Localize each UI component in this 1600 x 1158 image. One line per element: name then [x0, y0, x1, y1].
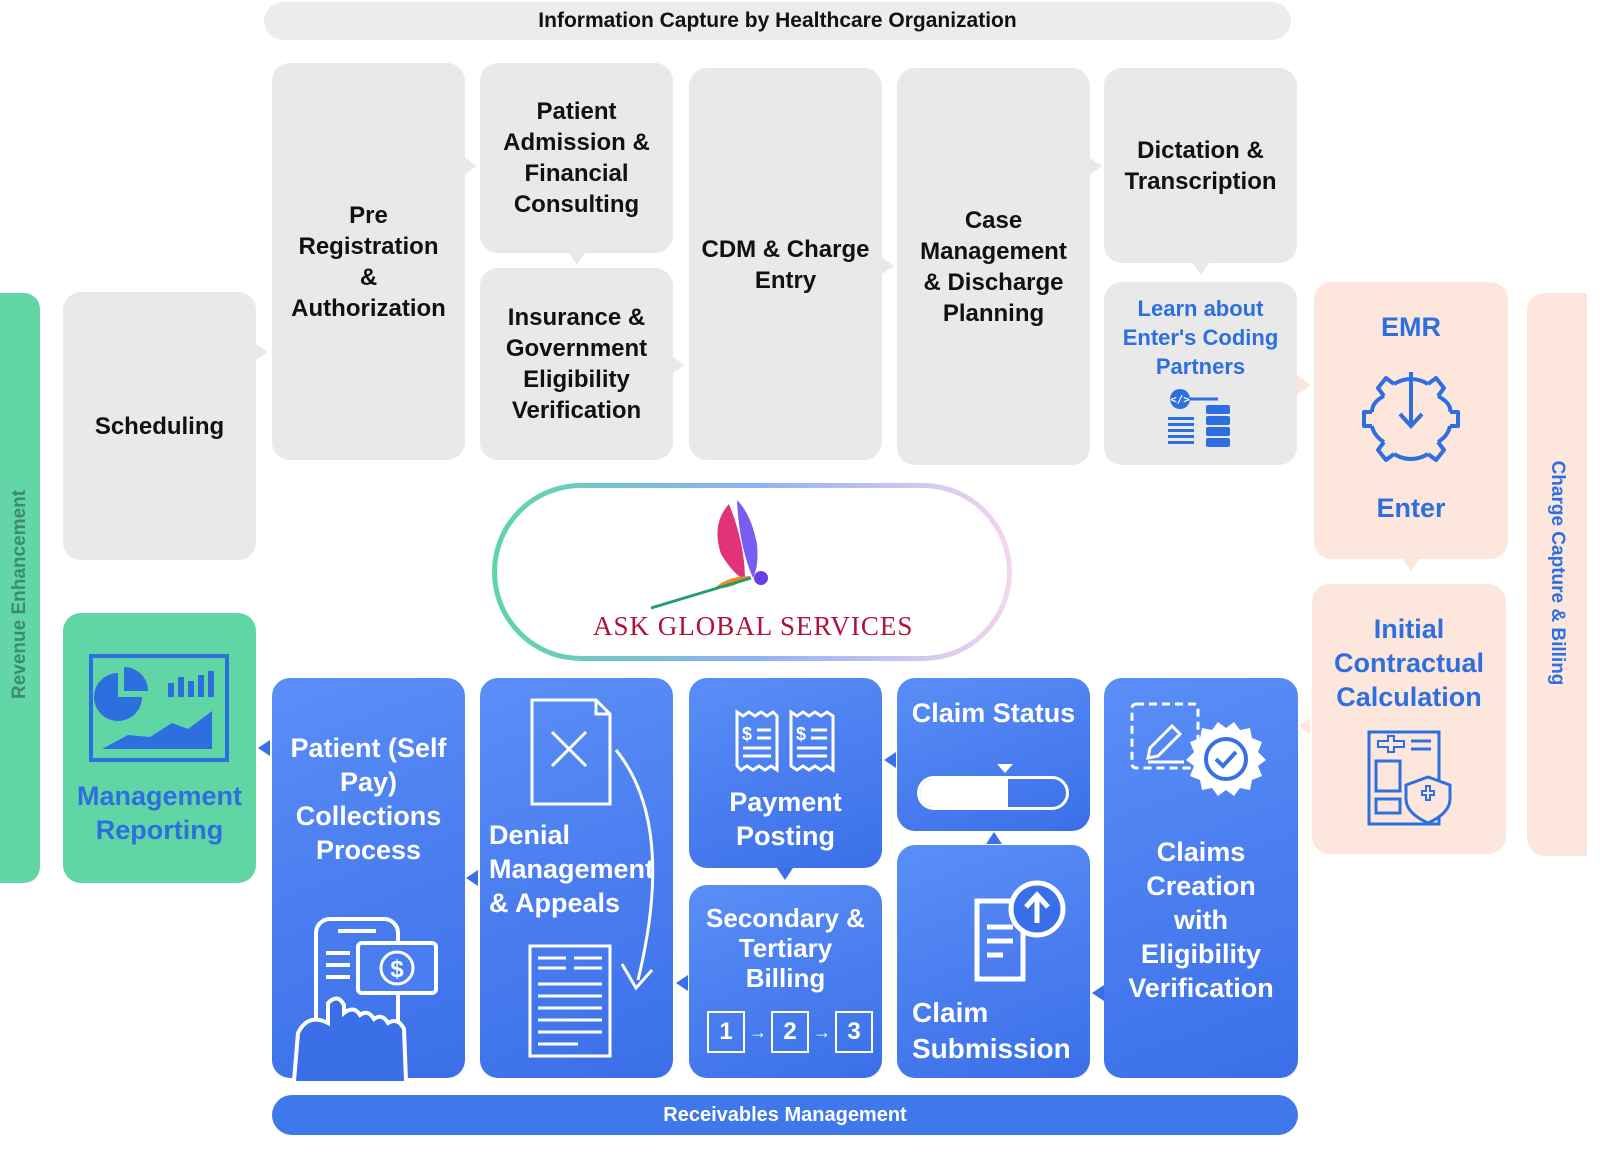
- logo-text: ASK GLOBAL SERVICES: [593, 611, 914, 641]
- initial-contractual-card: Initial Contractual Calculation: [1312, 584, 1506, 854]
- step-case-management-label: Case Management & Discharge Planning: [920, 206, 1067, 327]
- management-reporting-label: Management Reporting: [76, 781, 243, 845]
- receipts-icon: $ $: [735, 709, 835, 773]
- payment-posting-card: $ $ Payment Posting: [689, 678, 882, 868]
- arrow-left-icon: [1298, 718, 1310, 734]
- billing-step-box: 3: [835, 1011, 873, 1053]
- step-scheduling: Scheduling: [63, 292, 256, 560]
- left-side-bar: [0, 293, 40, 883]
- step-dictation: Dictation & Transcription: [1104, 68, 1297, 263]
- step-patient-admission-label: Patient Admission & Financial Consulting: [503, 98, 650, 218]
- denial-management-card: Denial Management & Appeals: [480, 678, 673, 1078]
- code-server-icon: </>: [1167, 389, 1230, 447]
- report-chart-icon: [89, 654, 229, 762]
- logo-pill: ASK GLOBAL SERVICES: [492, 483, 1012, 661]
- secondary-billing-label: Secondary & Tertiary Billing: [706, 903, 865, 993]
- step-pre-registration-label: Pre Registration & Authorization: [291, 201, 446, 322]
- enter-label: Enter: [1376, 493, 1446, 523]
- denial-management-label: Denial Management & Appeals: [489, 820, 655, 918]
- payment-posting-label: Payment Posting: [729, 787, 842, 851]
- step-pre-registration: Pre Registration & Authorization: [272, 63, 465, 460]
- arrow-right-icon: [1297, 375, 1311, 395]
- arrow-down-icon: [569, 253, 585, 265]
- step-cdm: CDM & Charge Entry: [689, 68, 882, 460]
- svg-text:$: $: [390, 956, 404, 983]
- right-side-label: Charge Capture & Billing: [1547, 460, 1568, 686]
- step-patient-admission: Patient Admission & Financial Consulting: [480, 63, 673, 253]
- claim-status-label: Claim Status: [911, 698, 1076, 728]
- billing-step-box: 2: [771, 1011, 809, 1053]
- coding-partners-card[interactable]: Learn about Enter's Coding Partners </>: [1104, 282, 1297, 465]
- arrow-left-icon: [258, 740, 270, 756]
- arrow-right-icon: [882, 258, 894, 274]
- svg-text:$: $: [742, 724, 752, 744]
- arrow-down-icon: [1403, 559, 1419, 571]
- arrow-left-icon: [676, 975, 688, 991]
- bottom-banner: Receivables Management: [272, 1095, 1298, 1135]
- dragonfly-logo-icon: [650, 500, 768, 610]
- svg-text:$: $: [796, 724, 806, 744]
- step-insurance-verification-label: Insurance & Government Eligibility Verif…: [505, 304, 648, 424]
- claim-submission-card: Claim Submission: [897, 845, 1090, 1078]
- step-scheduling-label: Scheduling: [94, 412, 225, 440]
- rejected-document-icon: [530, 698, 612, 806]
- top-banner: Information Capture by Healthcare Organi…: [264, 2, 1291, 40]
- initial-contractual-label: Initial Contractual Calculation: [1333, 614, 1485, 712]
- arrow-right-icon: [256, 344, 268, 360]
- progress-marker-icon: [997, 764, 1013, 773]
- arrow-right-icon: →: [813, 1021, 831, 1042]
- patient-collections-label: Patient (Self Pay) Collections Process: [290, 733, 447, 865]
- mobile-payment-icon: $: [292, 917, 438, 1082]
- arrow-up-icon: [986, 832, 1002, 844]
- billing-step-sequence: 1 → 2 → 3: [707, 1011, 873, 1053]
- svg-text:</>: </>: [1170, 393, 1190, 406]
- edit-verified-icon: [1130, 702, 1266, 796]
- medical-document-icon: [1367, 730, 1452, 826]
- claim-status-card: Claim Status: [897, 678, 1090, 831]
- emr-card: EMR Enter: [1314, 282, 1508, 559]
- arrow-left-icon: [884, 752, 896, 768]
- left-side-label: Revenue Enhancement: [9, 489, 30, 699]
- step-case-management: Case Management & Discharge Planning: [897, 68, 1090, 465]
- arrow-right-icon: [465, 158, 477, 174]
- step-dictation-label: Dictation & Transcription: [1124, 136, 1277, 195]
- claim-submission-label: Claim Submission: [912, 997, 1071, 1064]
- arrow-left-icon: [466, 870, 478, 886]
- step-cdm-label: CDM & Charge Entry: [701, 236, 870, 294]
- claim-status-progress: [917, 776, 1069, 810]
- claims-creation-label: Claims Creation with Eligibility Verific…: [1128, 837, 1274, 1003]
- management-reporting-card: Management Reporting: [63, 613, 256, 883]
- claims-creation-card: Claims Creation with Eligibility Verific…: [1104, 678, 1298, 1078]
- arrow-down-icon: [777, 868, 793, 880]
- arrow-right-icon: →: [749, 1021, 767, 1042]
- step-insurance-verification: Insurance & Government Eligibility Verif…: [480, 268, 673, 460]
- patient-collections-card: Patient (Self Pay) Collections Process $: [272, 678, 465, 1082]
- document-upload-icon: [974, 880, 1066, 982]
- arrow-right-icon: [673, 357, 685, 373]
- billing-step-box: 1: [707, 1011, 745, 1053]
- document-lines-icon: [528, 944, 612, 1058]
- secondary-billing-card: Secondary & Tertiary Billing 1 → 2 → 3: [689, 885, 882, 1078]
- emr-label: EMR: [1381, 312, 1441, 342]
- right-side-bar: [1527, 293, 1587, 856]
- arrow-right-icon: [1090, 158, 1102, 174]
- coding-partners-link[interactable]: Learn about Enter's Coding Partners: [1122, 296, 1279, 379]
- arrow-down-icon: [1193, 263, 1209, 275]
- curved-arrow-icon: [614, 749, 655, 991]
- arrow-left-icon: [1092, 985, 1104, 1001]
- gear-download-icon: [1362, 372, 1460, 462]
